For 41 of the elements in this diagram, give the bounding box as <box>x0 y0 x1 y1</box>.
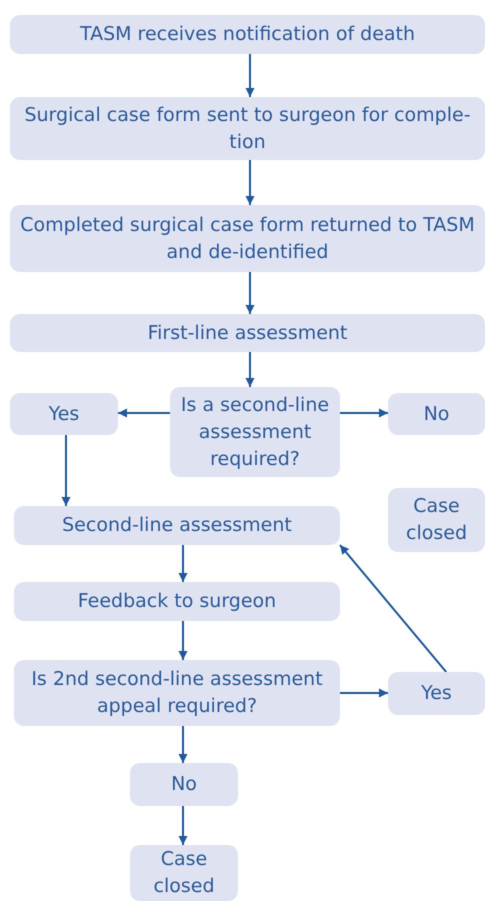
process-box <box>10 393 118 435</box>
box-label: Surgical case form sent to surgeon for comple-tion <box>23 102 472 154</box>
box-label: Feedback to surgeon <box>78 589 276 614</box>
box-label: Yes <box>48 402 80 426</box>
process-box <box>14 660 340 726</box>
process-box <box>14 506 340 545</box>
process-box <box>10 205 485 272</box>
process-box <box>10 15 485 54</box>
process-box <box>388 488 485 552</box>
arrow <box>62 435 70 506</box>
box-label: Case closed <box>405 494 468 546</box>
process-box <box>388 672 485 715</box>
arrow <box>178 726 188 763</box>
arrow <box>246 272 254 314</box>
arrow <box>118 408 170 418</box>
box-label: Is a second-line assessment required? <box>180 392 330 472</box>
arrow <box>178 806 188 845</box>
arrow <box>246 160 254 205</box>
process-box <box>130 845 238 901</box>
process-box <box>170 387 340 477</box>
box-label: Completed surgical case form returned to TASM and de-identified <box>19 212 476 264</box>
box-label: Yes <box>421 681 452 706</box>
arrow <box>339 544 447 673</box>
arrow <box>246 352 254 387</box>
process-box <box>10 97 485 160</box>
box-label: Second-line assessment <box>62 513 292 538</box>
box-label: TASM receives notification of death <box>80 22 416 47</box>
arrow <box>246 54 254 97</box>
process-box <box>10 314 485 352</box>
box-label: No <box>424 402 450 426</box>
arrow <box>178 545 188 582</box>
box-label: Is 2nd second-line assessment appeal required? <box>30 667 324 719</box>
arrow <box>340 688 388 698</box>
process-box <box>130 763 238 806</box>
arrow <box>178 621 188 660</box>
box-label: First-line assessment <box>148 320 348 346</box>
process-box <box>388 393 485 435</box>
process-box <box>14 582 340 621</box>
box-label: No <box>171 772 197 797</box>
arrow <box>340 408 388 418</box>
box-label: Case closed <box>152 847 216 899</box>
